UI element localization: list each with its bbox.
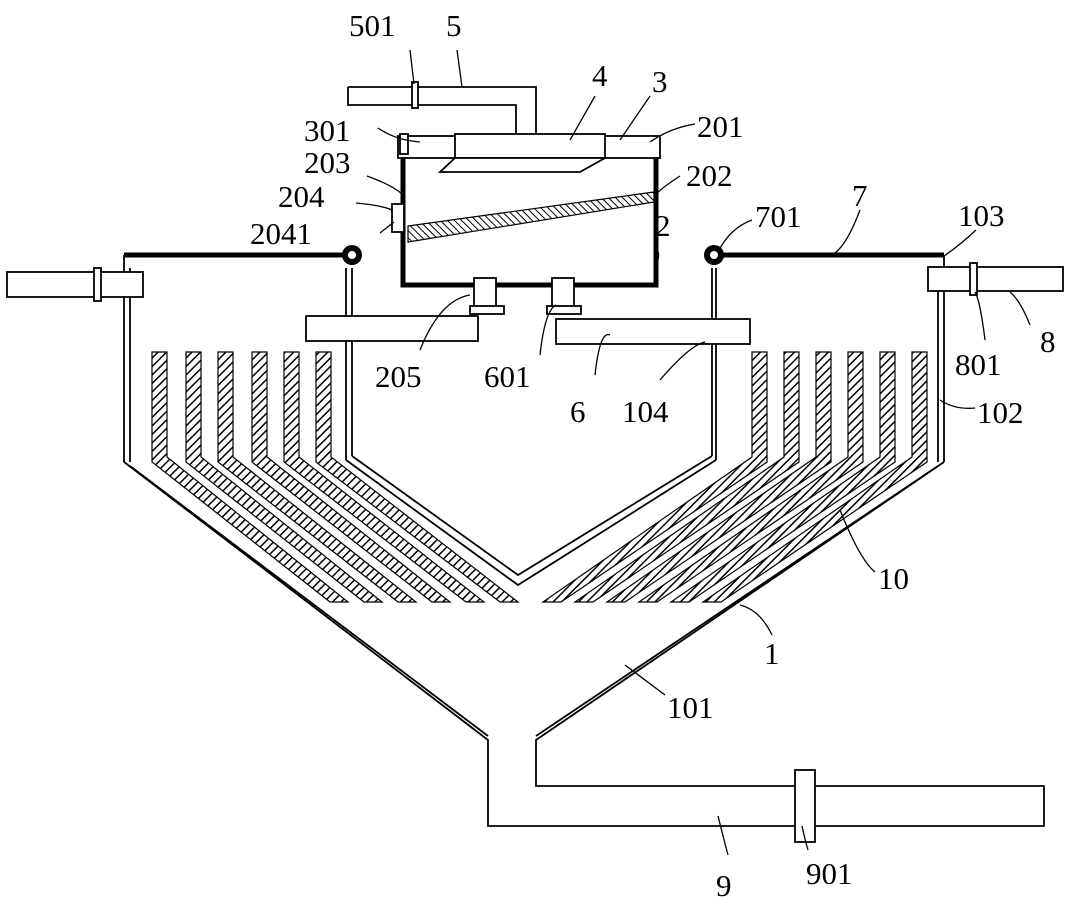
label-9: 9 <box>716 868 732 903</box>
label-2: 2 <box>655 208 671 243</box>
top-assembly <box>347 81 661 173</box>
label-3: 3 <box>652 64 668 99</box>
inner-baffle <box>345 268 717 587</box>
label-501: 501 <box>349 8 396 43</box>
label-104: 104 <box>622 394 669 429</box>
label-103: 103 <box>958 198 1005 233</box>
right-pipe <box>927 262 1064 296</box>
part-labels: 501 5 4 3 301 201 203 202 204 2041 701 7… <box>250 8 1056 903</box>
label-701: 701 <box>755 199 802 234</box>
label-601: 601 <box>484 359 531 394</box>
label-101: 101 <box>667 690 714 725</box>
label-205: 205 <box>375 359 422 394</box>
inclined-plates-left <box>151 351 520 603</box>
label-5: 5 <box>446 8 462 43</box>
left-inlet-pipe <box>6 267 144 302</box>
label-8: 8 <box>1040 324 1056 359</box>
outlet-valve <box>794 769 816 843</box>
label-202: 202 <box>686 158 733 193</box>
label-4: 4 <box>592 58 608 93</box>
label-203: 203 <box>304 145 351 180</box>
label-801: 801 <box>955 347 1002 382</box>
label-7: 7 <box>852 178 868 213</box>
label-201: 201 <box>697 109 744 144</box>
label-6: 6 <box>570 394 586 429</box>
label-901: 901 <box>806 856 853 891</box>
label-102: 102 <box>977 395 1024 430</box>
cover-plates <box>124 245 944 265</box>
leader-lines <box>355 49 1031 856</box>
label-10: 10 <box>878 561 909 596</box>
label-1: 1 <box>764 636 780 671</box>
label-2041: 2041 <box>250 216 312 251</box>
label-204: 204 <box>278 179 325 214</box>
inclined-plates-right <box>541 351 928 603</box>
label-301: 301 <box>304 113 351 148</box>
lower-pipes <box>305 315 751 345</box>
